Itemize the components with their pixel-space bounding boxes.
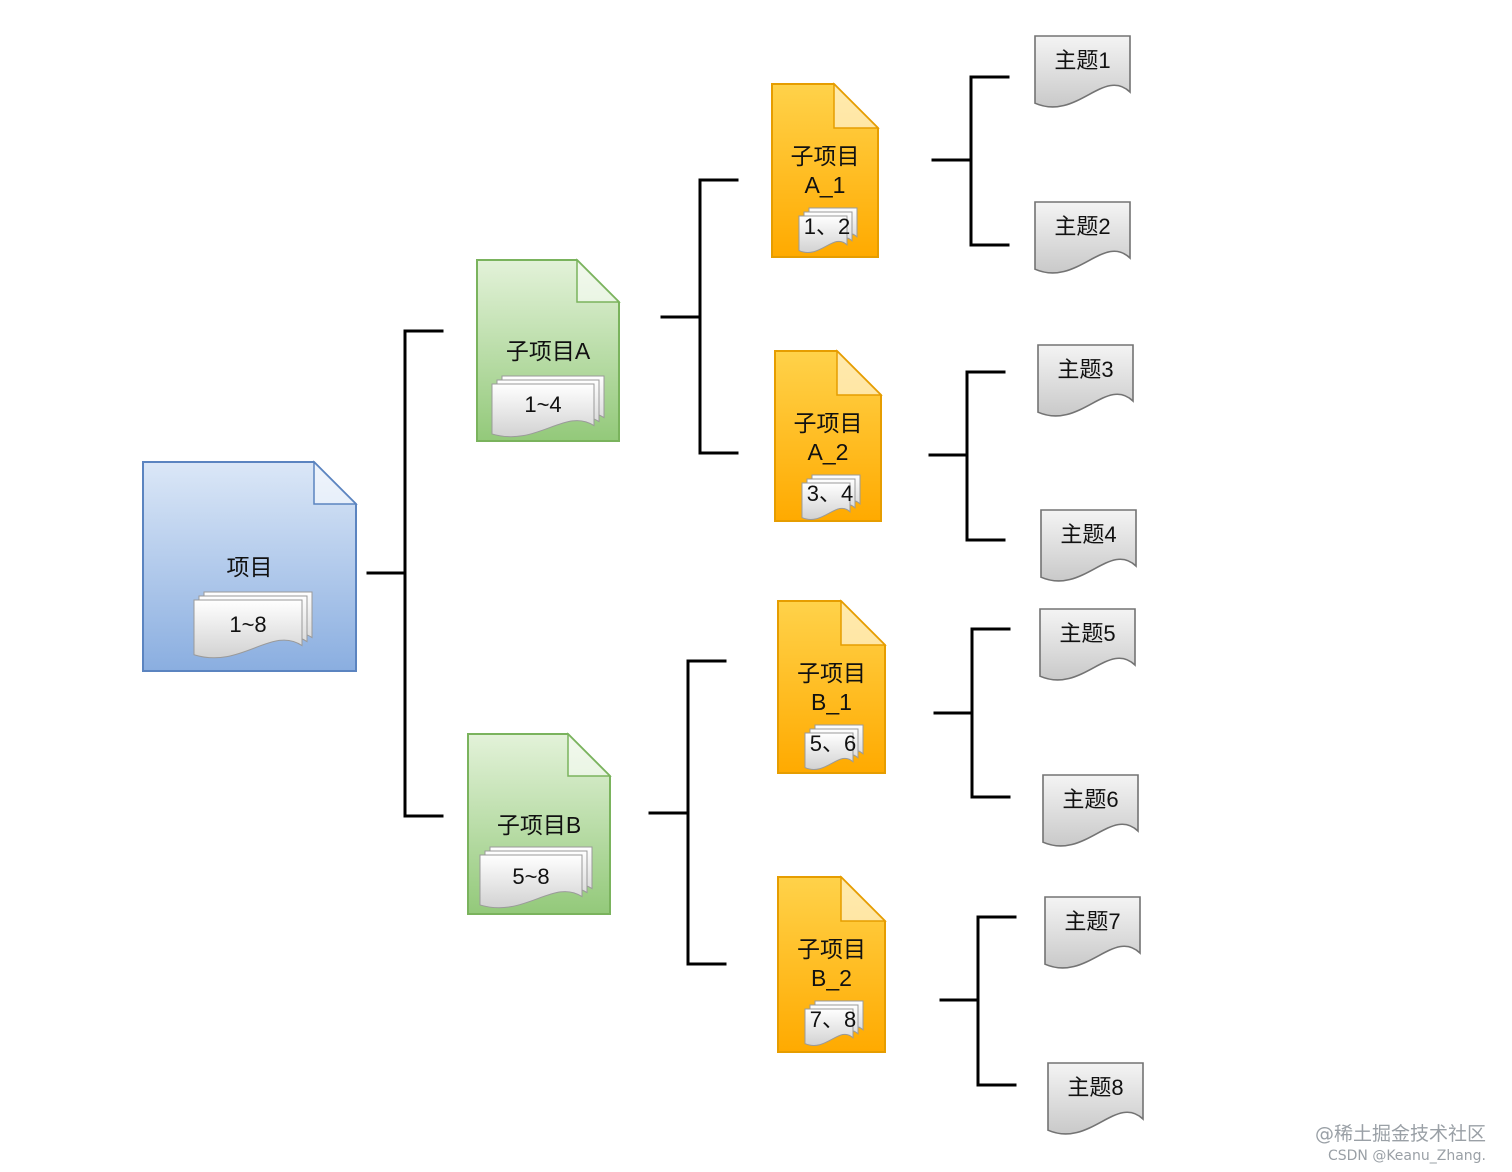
connector-sub-a	[660, 178, 739, 455]
leaf-code-4: B_2	[811, 965, 852, 991]
leaf-code-1: A_1	[804, 172, 846, 198]
leaf-code-2: A_2	[807, 439, 849, 465]
connector-leaf-1	[931, 75, 1010, 247]
leaf-title-1: 子项目	[790, 143, 860, 169]
diagram-nodes	[142, 35, 1144, 1135]
leaf-stack-4	[804, 1000, 864, 1046]
topic-label-6: 主题6	[1062, 787, 1119, 812]
topic-label-3: 主题3	[1057, 357, 1114, 382]
subproject-stack-b	[479, 846, 593, 909]
connector-root	[366, 329, 444, 818]
topic-shape-8	[1047, 1062, 1144, 1135]
connector-lines	[366, 75, 1017, 1087]
topic-shape-6	[1042, 774, 1139, 847]
subproject-title-a: 子项目A	[505, 338, 591, 364]
subproject-range-b: 5~8	[512, 864, 550, 889]
connector-leaf-2	[928, 370, 1006, 542]
connector-sub-b	[648, 659, 727, 966]
leaf-stack-1	[798, 207, 858, 253]
root-stack	[193, 591, 313, 659]
leaf-title-4: 子项目	[797, 936, 866, 962]
leaf-pages-2: 3、4	[806, 481, 854, 506]
topic-shape-4	[1040, 509, 1137, 582]
topic-label-7: 主题7	[1064, 909, 1121, 934]
leaf-pages-1: 1、2	[803, 214, 851, 239]
topic-label-8: 主题8	[1067, 1075, 1124, 1100]
leaf-pages-4: 7、8	[809, 1007, 857, 1032]
topic-label-2: 主题2	[1054, 214, 1111, 239]
topic-shape-5	[1039, 608, 1136, 681]
topic-shape-7	[1044, 896, 1141, 969]
leaf-title-3: 子项目	[797, 660, 866, 686]
topic-label-5: 主题5	[1059, 621, 1116, 646]
leaf-pages-3: 5、6	[809, 731, 857, 756]
root-title: 项目	[226, 554, 273, 580]
topic-label-1: 主题1	[1054, 48, 1111, 73]
topic-shape-3	[1037, 344, 1134, 417]
leaf-code-3: B_1	[811, 689, 852, 715]
topic-shape-2	[1034, 201, 1131, 274]
topic-label-4: 主题4	[1060, 522, 1117, 547]
leaf-stack-3	[804, 724, 864, 770]
watermark-csdn: CSDN @Keanu_Zhang.	[1327, 1148, 1486, 1164]
subproject-title-b: 子项目B	[496, 812, 582, 838]
root-range: 1~8	[229, 612, 267, 637]
subproject-stack-a	[491, 375, 605, 438]
connector-leaf-3	[933, 627, 1011, 799]
topic-shape-1	[1034, 35, 1131, 108]
leaf-stack-2	[801, 474, 861, 520]
connector-leaf-4	[939, 915, 1017, 1087]
leaf-title-2: 子项目	[793, 410, 863, 436]
watermark-juejin: @稀土掘金技术社区	[1314, 1123, 1486, 1145]
subproject-range-a: 1~4	[524, 392, 562, 417]
